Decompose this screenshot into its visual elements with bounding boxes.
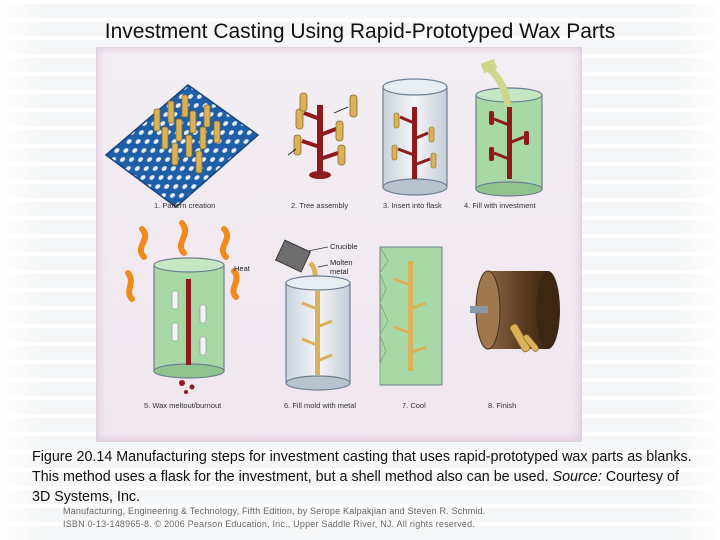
step-label-6: 6. Fill mold with metal	[284, 401, 356, 410]
footer-line-1: Manufacturing, Engineering & Technology,…	[63, 506, 486, 516]
crucible-label: Crucible	[330, 242, 358, 251]
step4-investment	[475, 58, 543, 197]
caption-text: Figure 20.14 Manufacturing steps for inv…	[32, 449, 692, 485]
slide-title: Investment Casting Using Rapid-Prototype…	[104, 20, 616, 43]
copyright-footer: Manufacturing, Engineering & Technology,…	[63, 505, 583, 531]
step8-finish	[470, 270, 560, 353]
footer-line-2: ISBN 0-13-148965-8. © 2006 Pearson Educa…	[63, 519, 476, 529]
step-label-1: 1. Pattern creation	[154, 201, 215, 210]
process-figure: 1. Pattern creation 2. Tree assembly 3. …	[96, 47, 582, 442]
heat-label: Heat	[234, 264, 251, 273]
figure-caption: Figure 20.14 Manufacturing steps for inv…	[32, 447, 692, 507]
molten-metal-label-1: Molten	[330, 258, 353, 267]
step5-burnout	[125, 220, 240, 394]
molten-metal-label-2: metal	[330, 267, 349, 276]
caption-source-text: Courtesy of 3D Systems, Inc.	[32, 469, 679, 505]
caption-source-label: Source:	[552, 469, 602, 485]
step1-pattern-platform	[104, 84, 260, 208]
step-label-5: 5. Wax meltout/burnout	[144, 401, 222, 410]
step-label-3: 3. Insert into flask	[383, 201, 442, 210]
figure-illustration: 1. Pattern creation 2. Tree assembly 3. …	[104, 58, 560, 410]
step-label-8: 8. Finish	[488, 401, 516, 410]
step7-cool	[379, 246, 443, 386]
step-label-7: 7. Cool	[402, 401, 426, 410]
step-label-4: 4. Fill with investment	[464, 201, 537, 210]
step-label-2: 2. Tree assembly	[291, 201, 348, 210]
step2-wax-tree	[287, 92, 358, 179]
step3-flask	[382, 78, 448, 196]
step6-pour	[274, 239, 351, 391]
